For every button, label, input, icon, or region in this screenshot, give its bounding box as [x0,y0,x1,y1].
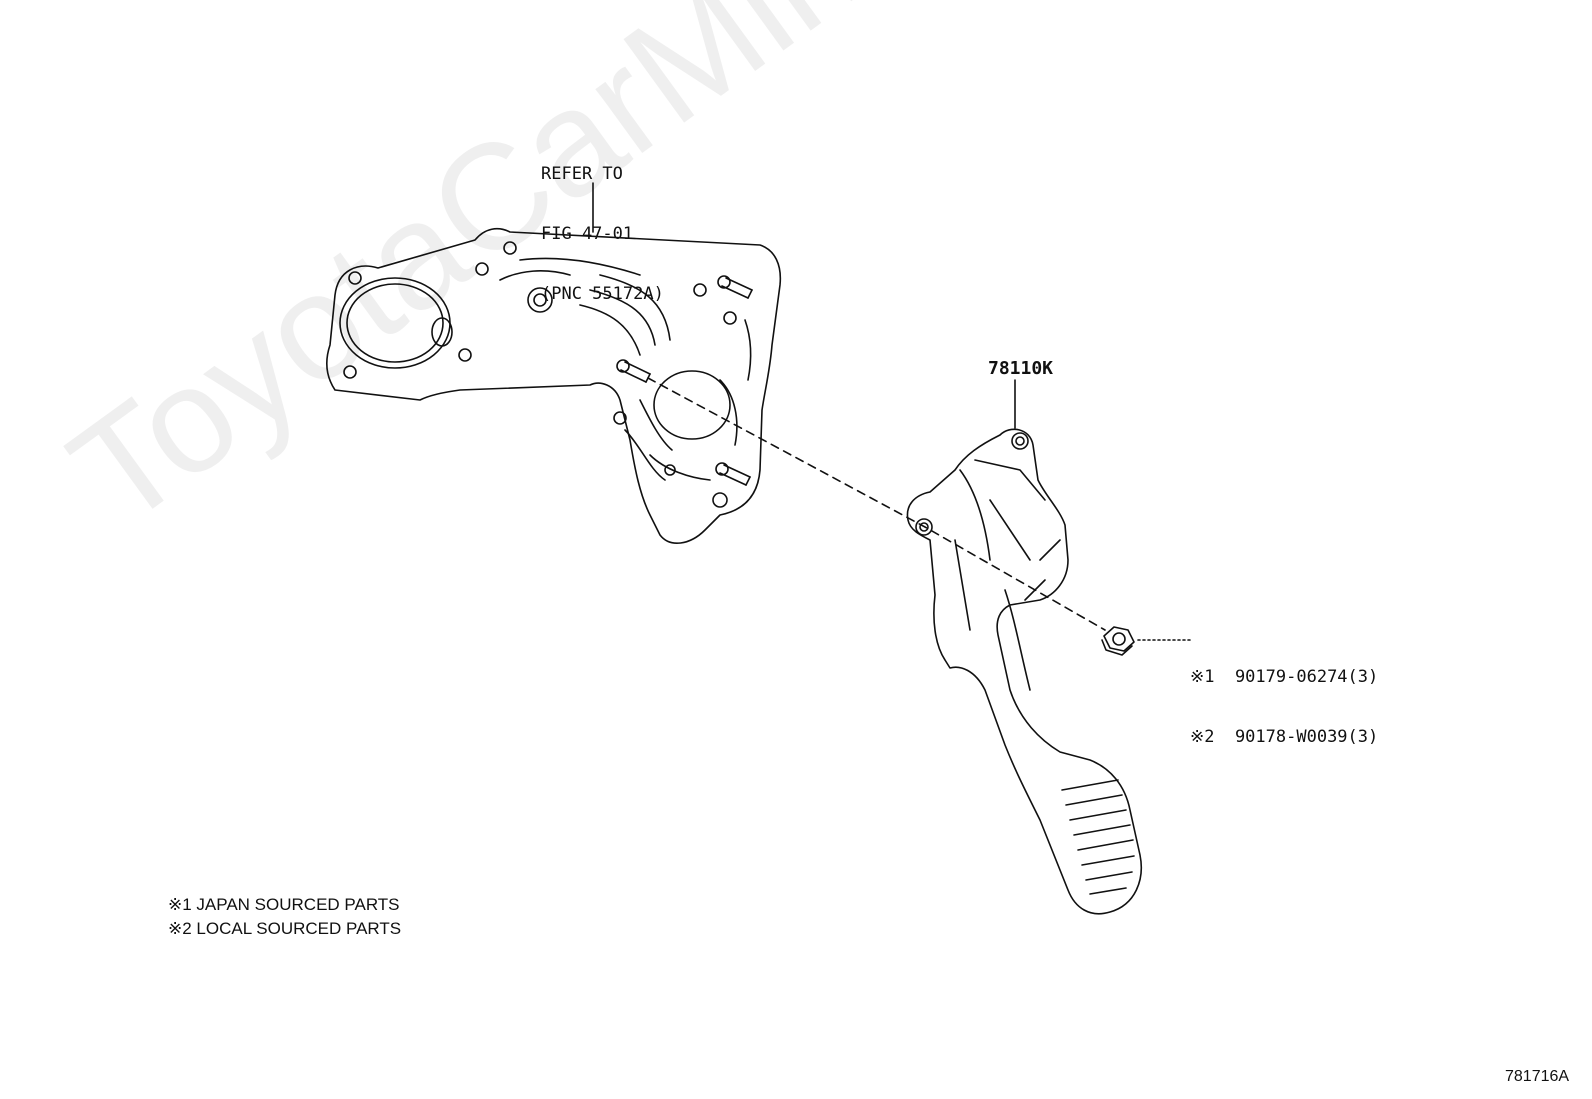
accelerator-pedal-assembly [906,428,1142,915]
alignment-dashed-line [647,377,1106,631]
nut-part-number-1: ※1 90179-06274(3) [1190,667,1379,687]
bracket-assembly [325,227,782,544]
pedal-part-number: 78110K [988,358,1054,379]
refer-line-1: REFER TO [541,164,623,184]
refer-line-3: (PNC 55172A) [541,284,664,304]
flange-nut [1101,626,1135,656]
refer-to-callout: REFER TO FIG 47-01 (PNC 55172A) [541,124,664,324]
nut-part-numbers: ※1 90179-06274(3) ※2 90178-W0039(3) [1190,627,1378,767]
legend-note-1: ※1 JAPAN SOURCED PARTS [168,895,400,914]
nut-part-number-2: ※2 90178-W0039(3) [1190,727,1379,747]
figure-id: 781716A [1505,1068,1570,1085]
refer-line-2: FIG 47-01 [541,224,634,244]
sourcing-legend: ※1 JAPAN SOURCED PARTS ※2 LOCAL SOURCED … [168,893,401,941]
legend-note-2: ※2 LOCAL SOURCED PARTS [168,919,402,938]
